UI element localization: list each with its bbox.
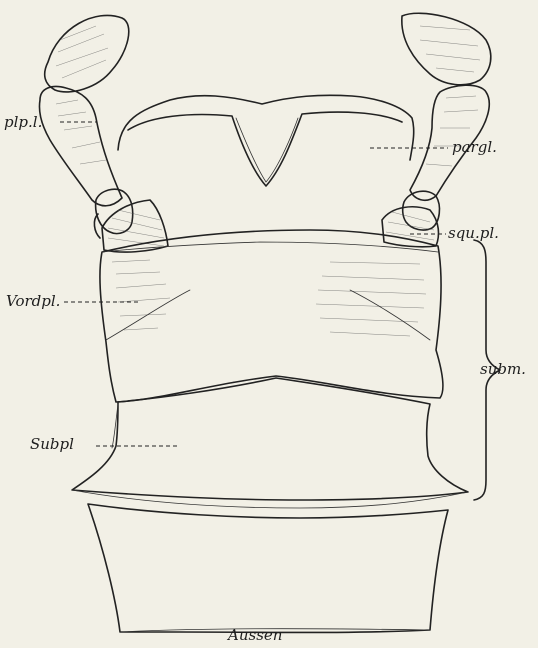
label-plp-l: plp.l. [4, 115, 42, 130]
label-pargl: pargl. [452, 140, 497, 155]
paraglossa [118, 95, 414, 186]
label-subm: subm. [480, 362, 526, 377]
label-subpl: Subpl [30, 437, 74, 452]
right-palp [402, 13, 491, 230]
vorderplatte [100, 230, 443, 402]
left-palp [39, 15, 132, 238]
subplatte [72, 378, 468, 508]
label-aussen: Aussen [228, 628, 282, 643]
label-squ-pl: squ.pl. [448, 226, 499, 241]
label-vordpl: Vordpl. [6, 294, 60, 309]
squama-plates [102, 200, 438, 252]
bottom-plate [88, 504, 448, 633]
leader-lines [60, 122, 448, 446]
